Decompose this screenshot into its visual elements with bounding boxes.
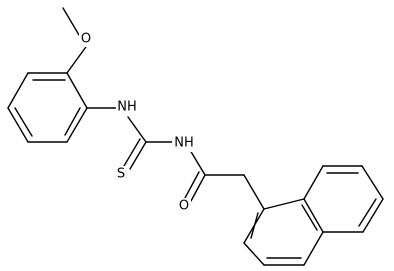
nh-carbonyl-bond (189, 149, 206, 176)
sulfur-atom-label: S (117, 167, 125, 182)
oxygen-atom-label: O (81, 32, 91, 47)
thiocarbonyl-double-bond (123, 138, 147, 170)
carbonyl-double-bond (184, 171, 206, 202)
nh-thiocarbonyl-bond (127, 116, 147, 143)
naphthalene-ring-a (243, 198, 324, 266)
nitrogen-atom-label: NH (174, 136, 194, 151)
atom-label-nh-amine: NH (116, 98, 140, 116)
nitrogen-atom-label: NH (117, 100, 137, 115)
atom-label-nh-imide: NH (172, 134, 196, 152)
methoxy-group (62, 7, 89, 74)
methoxyphenyl-ring (7, 72, 88, 143)
oxygen-atom-label: O (179, 199, 189, 214)
atom-label-o-carbonyl: O (177, 198, 191, 214)
atom-label-o-methoxy: O (79, 31, 93, 47)
atom-label-s: S (114, 166, 128, 182)
methylene-naphthyl-bond (243, 174, 265, 210)
naphthalene-ring-b (303, 165, 384, 233)
